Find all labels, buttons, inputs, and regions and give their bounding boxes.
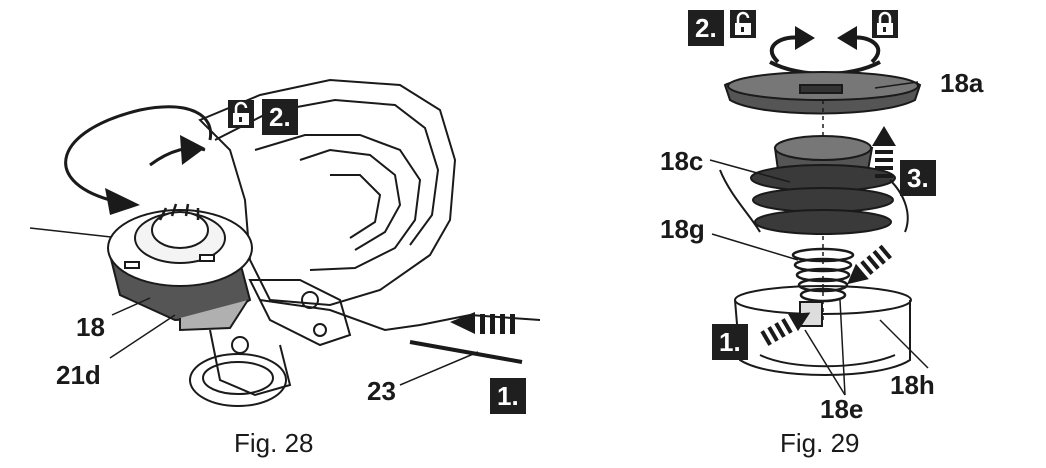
trimmer-line [29,227,121,239]
fig29-part-18e: 18e [820,394,864,424]
fig28-caption: Fig. 28 [234,428,314,458]
fig29-unlock-icon [730,10,756,38]
rotate-arrow-head-icon [105,188,140,215]
fig28-part-21d: 21d [56,360,101,390]
fig29-lock-icon [872,10,898,38]
fig29-part-18g: 18g [660,214,705,244]
spool-housing [734,285,912,376]
tool-rod [409,340,523,364]
fig28-step-2: 2. [262,99,298,135]
fig29-part-18c: 18c [660,146,704,176]
spool-head [107,203,253,332]
rotate-arrow-head-2-icon [180,135,205,165]
fig29-part-18h: 18h [890,370,935,400]
fig29-part-18a: 18a [940,68,984,98]
rotate-right-arrow-head-icon [837,26,857,50]
spool-cover [723,71,922,115]
rotate-left-arrow-head-icon [795,26,815,50]
fig28-part-18: 18 [76,312,105,342]
fig28-part-23: 23 [367,376,396,406]
leader-lines [109,297,479,386]
fig28-illustration [29,78,541,407]
push-arrow-up-icon [872,126,896,178]
fig29-step-2: 2. [688,10,724,46]
push-arrow-icon [450,312,515,334]
fig29-illustration [709,26,929,396]
fig29-caption: Fig. 29 [780,428,860,458]
fig28-step-1: 1. [490,378,526,414]
push-arrow-diag-icon [847,244,892,285]
fig29-leader-lines [709,81,929,396]
trimmer-motor [189,279,352,407]
unlock-icon [228,100,254,128]
fig29-step-1: 1. [712,324,748,360]
spool [719,135,909,235]
fig29-step-3: 3. [900,160,936,196]
push-arrow-diag-2-icon [760,312,811,346]
